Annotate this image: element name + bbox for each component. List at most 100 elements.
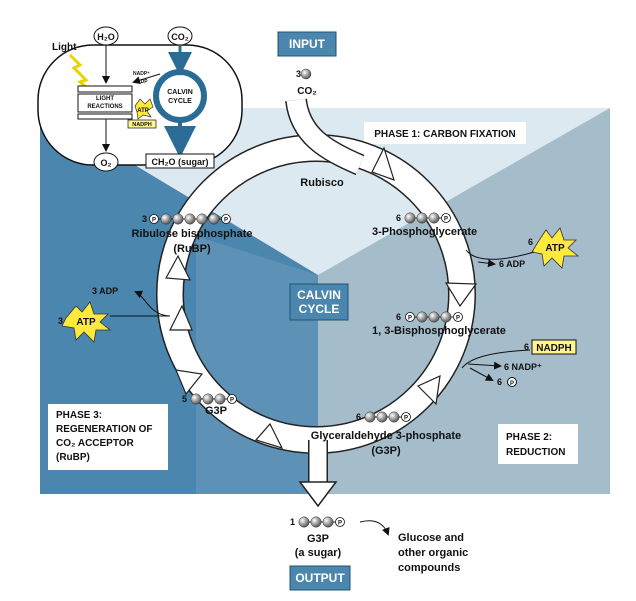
inset-co2-bubble: [167, 26, 193, 46]
phase1-label: PHASE 1: CARBON FIXATION: [374, 129, 516, 140]
nadph-box: [531, 339, 577, 355]
center-box: [289, 283, 349, 321]
atp1-label: ATP: [545, 243, 565, 254]
adp3-arrow: [134, 290, 171, 317]
nadph-curve: [461, 349, 531, 369]
phase3-box: [48, 404, 168, 470]
phosphate-group: [453, 312, 463, 322]
thylakoid-1: [77, 85, 133, 93]
pga-count: 6: [396, 213, 401, 223]
chloroplast-inset: Light H₂O CO₂ LIGHT REACTIONS NADP⁺ ADP …: [37, 26, 243, 172]
pga-name: 3-Phosphoglycerate: [372, 226, 477, 238]
carbon-atom: [310, 516, 322, 528]
ring-arrowhead-right: [444, 282, 478, 308]
carbon-atom: [428, 311, 440, 323]
inset-nadp: NADP⁺: [133, 71, 150, 77]
glucose-line1: Glucose and: [398, 532, 464, 544]
phosphate-symbol: P: [230, 398, 234, 404]
carbon-atom: [404, 212, 416, 224]
glucose-line2: other organic: [398, 547, 468, 559]
phosphate-symbol: P: [224, 218, 228, 224]
output-box: [289, 565, 351, 591]
inset-light-reactions-2: REACTIONS: [87, 104, 122, 110]
atp1-starburst-icon: [531, 227, 580, 269]
g3p6-count: 6: [356, 412, 361, 422]
rubp-name: Ribulose bisphosphate: [131, 228, 252, 240]
thylakoid-2: [77, 93, 133, 113]
nadph-count: 6: [524, 342, 529, 352]
phosphate-group: [405, 312, 415, 322]
ring-arrowhead-bottom: [254, 422, 284, 449]
inset-adp: ADP: [137, 79, 148, 85]
out-sub: (a sugar): [295, 547, 342, 559]
carbon-atom: [160, 213, 172, 225]
carbon-atom: [184, 213, 196, 225]
panel-inner-shade: [196, 236, 318, 494]
ring-arrowhead-left: [169, 304, 193, 331]
phase3-line1: PHASE 3:: [56, 410, 102, 421]
output-molecule-chain: P: [298, 516, 345, 528]
inset-nadph-box: [127, 119, 157, 129]
g3p6-molecule-chain: P: [364, 411, 411, 423]
pi-symbol: P: [510, 381, 514, 387]
carbon-atom: [416, 311, 428, 323]
inset-atp-starburst-icon: [134, 98, 154, 120]
pga-molecule-chain: P: [404, 212, 451, 224]
carbon-atom: [440, 311, 452, 323]
carbon-atom: [208, 213, 220, 225]
atp1-curve: [465, 249, 535, 260]
g3p6-name: Glyceraldehyde 3-phosphate: [311, 430, 461, 442]
carbon-atom: [322, 516, 334, 528]
carbon-atom: [196, 213, 208, 225]
ring-arrowhead-top: [371, 146, 395, 181]
bpg-count: 6: [396, 312, 401, 322]
carbon-atom: [214, 393, 226, 405]
phosphate-symbol: P: [456, 316, 460, 322]
inset-sugar-box: [145, 153, 215, 169]
g3p5-name: G3P: [205, 405, 227, 417]
ring-arrowhead-upper-left: [165, 254, 192, 281]
phase3-line3: CO₂ ACCEPTOR: [56, 438, 135, 449]
input-label: INPUT: [289, 37, 326, 51]
thylakoid-3: [77, 113, 133, 120]
rubisco-label: Rubisco: [300, 177, 344, 189]
inset-light-label: Light: [52, 42, 77, 53]
adp3-label: 3 ADP: [92, 286, 118, 296]
inset-co2: CO₂: [171, 32, 189, 42]
inset-nadph: NADPH: [132, 122, 152, 128]
phase2-line1: PHASE 2:: [506, 432, 552, 443]
atp3-count: 3: [58, 316, 63, 326]
pi-arrow: [469, 367, 494, 381]
carbon-atom: [376, 411, 388, 423]
rubp-count: 3: [142, 214, 147, 224]
output-arrow-head: [298, 481, 338, 508]
carbon-atom: [416, 212, 428, 224]
pi-phosphate: [507, 377, 517, 387]
carbon-atom: [364, 411, 376, 423]
carbon-atom: [298, 516, 310, 528]
glucose-line3: compounds: [398, 562, 460, 574]
carbon-atom: [428, 212, 440, 224]
g3p6-abbr: (G3P): [371, 445, 401, 457]
phase3-line4: (RuBP): [56, 452, 90, 463]
phosphate-symbol: P: [444, 217, 448, 223]
input-box: [277, 31, 337, 57]
phase3-line2: REGENERATION OF: [56, 424, 152, 435]
phase2-box: [498, 424, 578, 464]
inset-atp: ATP: [137, 108, 149, 114]
atp1-count: 6: [528, 237, 533, 247]
phosphate-symbol: P: [152, 218, 156, 224]
inset-light-reactions-1: LIGHT: [96, 96, 114, 102]
calvin-ring: [156, 98, 478, 508]
inset-o2: O₂: [101, 158, 112, 168]
out-count: 1: [290, 517, 295, 527]
inset-sugar: CH₂O (sugar): [151, 157, 208, 167]
phase1-box: [364, 122, 526, 144]
carbon-atom: [190, 393, 202, 405]
carbon-atom: [172, 213, 184, 225]
carbon-atom: [202, 393, 214, 405]
center-line1: CALVIN: [297, 288, 341, 302]
